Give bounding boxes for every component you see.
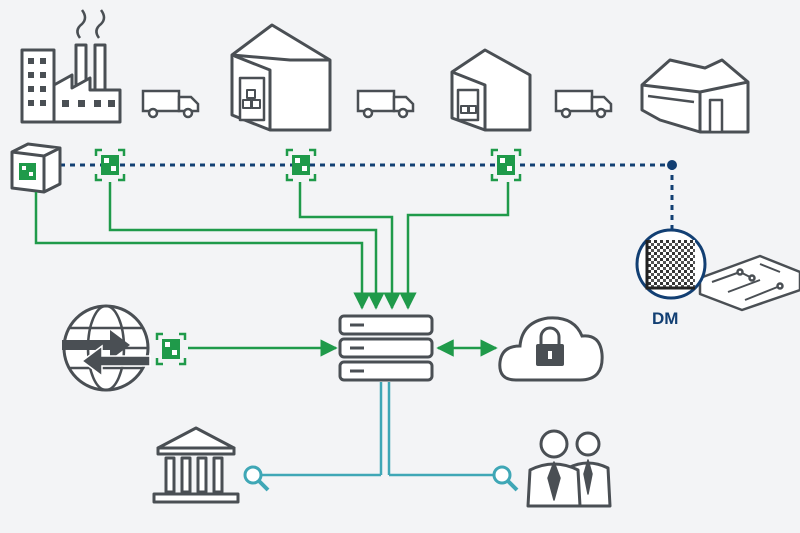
dashed-line-endpoint: [667, 160, 677, 170]
magnifier-icon: [243, 465, 270, 492]
qr-code-icon: [155, 332, 187, 366]
tracking-dashed-line: [60, 163, 674, 232]
data-flow-lines: [34, 182, 510, 310]
data-matrix-icon: [635, 228, 707, 300]
qr-code-icon: [490, 148, 522, 182]
store-icon: [640, 58, 750, 134]
qr-code-icon: [94, 148, 126, 182]
warehouse-icon: [230, 23, 332, 132]
cloud-lock-icon: [498, 316, 604, 382]
server-stack-icon: [338, 314, 434, 382]
delivery-truck-icon: [554, 89, 613, 119]
factory-icon: [20, 9, 122, 124]
people-icon: [526, 429, 612, 508]
package-icon: [10, 142, 62, 194]
dm-label: DM: [652, 309, 678, 328]
warehouse-icon: [450, 48, 532, 132]
magnifier-icon: [492, 465, 519, 492]
circuit-board-icon: [698, 254, 800, 312]
delivery-truck-icon: [141, 89, 200, 119]
globe-exchange-icon: [62, 304, 151, 392]
bank-building-icon: [152, 426, 240, 504]
delivery-truck-icon: [356, 89, 415, 119]
qr-code-icon: [285, 148, 317, 182]
audit-lines: [262, 382, 510, 477]
